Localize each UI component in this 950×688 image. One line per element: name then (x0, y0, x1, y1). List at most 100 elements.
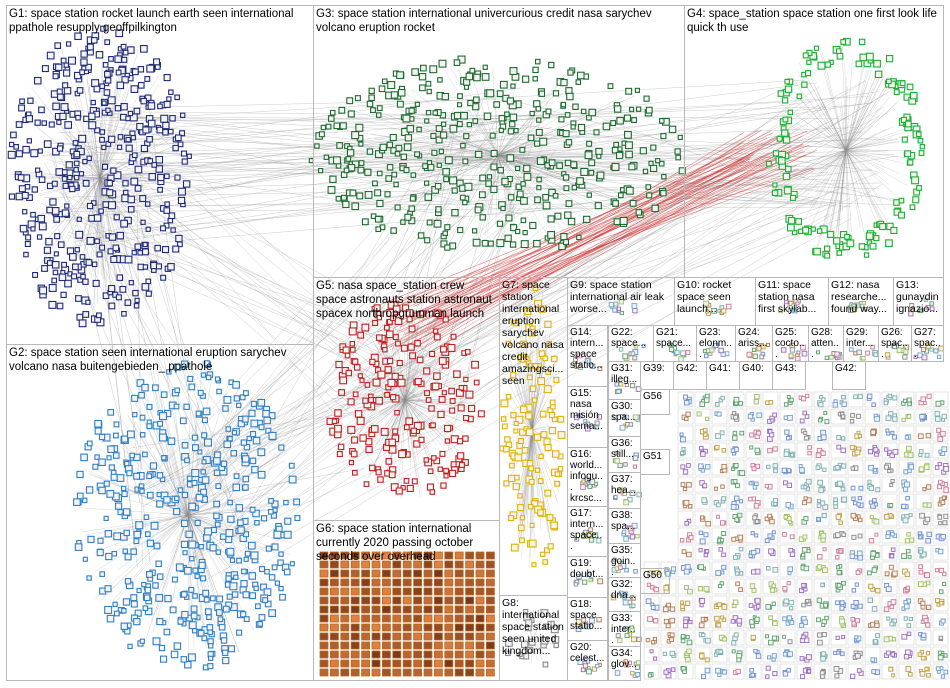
network-node (164, 594, 172, 603)
edge-line (43, 103, 101, 179)
group-label: G29: inter... (846, 327, 874, 349)
network-node (669, 650, 675, 657)
network-node (904, 571, 911, 577)
network-node (163, 100, 171, 108)
network-node (857, 554, 864, 561)
network-node (889, 604, 895, 610)
network-node (160, 274, 167, 281)
network-node (231, 430, 238, 436)
network-node (919, 414, 925, 420)
network-node (202, 407, 211, 416)
network-node (186, 475, 193, 482)
network-node (901, 417, 906, 423)
network-node (191, 479, 198, 486)
network-node (781, 467, 787, 473)
network-node (871, 669, 877, 674)
network-node (171, 576, 178, 583)
edge-line (531, 413, 542, 431)
network-node (255, 603, 261, 610)
network-node (652, 636, 657, 642)
group-label: G4: space_station space station one firs… (687, 8, 937, 34)
network-node (738, 546, 744, 552)
network-node (696, 411, 702, 417)
network-node (26, 138, 32, 144)
network-node (214, 376, 221, 382)
edge-line (518, 429, 533, 519)
network-node (523, 164, 531, 173)
network-node (801, 602, 806, 608)
edge-line (497, 154, 621, 200)
network-node (925, 651, 931, 656)
network-node (918, 466, 925, 472)
network-node (425, 109, 432, 116)
group-label: G11: space station nasa first skylab... (758, 279, 817, 315)
network-node (836, 565, 841, 570)
network-node (124, 299, 132, 306)
network-node (873, 502, 878, 507)
network-node (294, 515, 301, 522)
group-panel-g18: G18: space statio... (567, 597, 608, 641)
network-node (884, 571, 890, 577)
network-node (137, 250, 143, 256)
network-node (937, 514, 943, 520)
edge-line (142, 390, 189, 516)
network-node (140, 144, 148, 153)
network-node (252, 509, 260, 518)
network-node (154, 244, 161, 252)
edge-line (186, 468, 365, 500)
network-node (395, 144, 403, 152)
network-node (80, 273, 86, 280)
network-node (835, 600, 840, 606)
network-node (822, 567, 828, 573)
network-node (815, 465, 821, 471)
network-node (841, 635, 846, 640)
network-node (885, 586, 892, 593)
network-node (823, 602, 828, 608)
network-node (358, 141, 364, 147)
network-node (873, 447, 879, 453)
group-panel-g27: G27: spac... (911, 325, 944, 362)
network-node (429, 65, 438, 74)
network-node (686, 551, 692, 558)
network-node (769, 518, 775, 525)
network-node (98, 208, 104, 214)
network-node (147, 158, 154, 164)
network-node (112, 244, 120, 252)
network-node (542, 201, 551, 210)
network-node (277, 559, 284, 566)
network-node (143, 594, 151, 602)
network-node (167, 437, 176, 445)
network-node (790, 453, 795, 458)
network-node (496, 90, 504, 98)
edge-line (91, 177, 101, 278)
network-node (131, 394, 139, 402)
edge-line (845, 130, 910, 151)
network-node (113, 432, 119, 439)
network-node (52, 102, 60, 111)
edge-line (86, 112, 394, 362)
edge-line (404, 399, 447, 446)
network-node (679, 538, 685, 543)
network-node (509, 113, 518, 122)
edge-line (793, 149, 847, 184)
network-node (43, 140, 52, 148)
group-label: G51 (643, 451, 662, 462)
network-node (222, 656, 230, 665)
network-node (922, 487, 927, 492)
network-node (121, 76, 129, 84)
edge-line (95, 514, 189, 572)
network-node (144, 586, 152, 594)
group-label: G20: celest... (570, 642, 605, 664)
edge-line (525, 394, 533, 431)
network-node (767, 513, 772, 519)
network-node (903, 654, 910, 660)
edge-line (404, 105, 540, 338)
edge-line (82, 514, 189, 533)
edge-line (119, 118, 513, 179)
edge-line (526, 429, 533, 516)
network-node (184, 457, 190, 464)
network-node (144, 607, 153, 616)
network-node (875, 487, 881, 493)
network-node (141, 283, 150, 291)
network-node (157, 420, 164, 427)
